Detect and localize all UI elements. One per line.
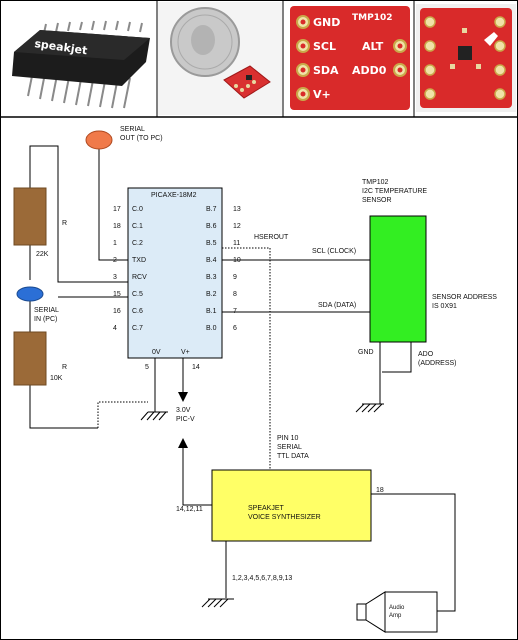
- tmp102-label-1: TMP102: [362, 179, 389, 186]
- picaxe-right-pin-number: 7: [233, 308, 237, 315]
- picaxe-right-pin-name: B.0: [206, 325, 217, 332]
- picaxe-right-pin-name: B.5: [206, 240, 217, 247]
- picaxe-right-pin-name: B.3: [206, 274, 217, 281]
- breakout-pin-vplus: V+: [313, 88, 331, 101]
- serial-in-label-1: SERIAL: [34, 307, 59, 314]
- breakout-pin-add0: ADD0: [352, 64, 387, 77]
- breakout-pin-gnd: GND: [313, 16, 340, 29]
- ground-symbol-picaxe: [140, 411, 168, 421]
- photo-tmp102-front: GND SCL SDA V+ TMP102 ALT ADD0: [290, 6, 410, 110]
- pin-5-label: 5: [145, 364, 149, 371]
- picaxe-left-pin-name: C.0: [132, 206, 143, 213]
- picaxe-right-pin-name: B.6: [206, 223, 217, 230]
- power-label-2: PIC-V: [176, 416, 195, 423]
- r1-value: 22K: [36, 251, 49, 258]
- picaxe-right-pin-number: 12: [233, 223, 241, 230]
- resistor-r2: [13, 331, 47, 386]
- picaxe-left-pin-name: C.6: [132, 308, 143, 315]
- audio-amp-label-2: Amp: [389, 613, 402, 619]
- picaxe-left-pin-name: C.5: [132, 291, 143, 298]
- picaxe-right-pin-name: B.7: [206, 206, 217, 213]
- serial-out-label-1: SERIAL: [120, 126, 145, 133]
- picaxe-left-pin-number: 1: [113, 240, 117, 247]
- power-label-1: 3.0V: [176, 407, 191, 414]
- picaxe-left-pin-name: C.7: [132, 325, 143, 332]
- ground-symbol-speakjet: [201, 598, 234, 608]
- speakjet-ground-pins: 1,2,3,4,5,6,7,8,9,13: [232, 575, 292, 582]
- arrow-to-power: [178, 392, 188, 402]
- resistor-r1: [13, 187, 47, 246]
- serial-out-dot: [85, 130, 113, 150]
- breakout-pin-scl: SCL: [313, 40, 336, 53]
- pin-14-label: 14: [192, 364, 200, 371]
- ado-label-1: ADO: [418, 351, 434, 358]
- r2-value: 10K: [50, 375, 63, 382]
- serial-in-dot: [16, 286, 44, 302]
- picaxe-right-pin-number: 8: [233, 291, 237, 298]
- sda-label: SDA (DATA): [318, 302, 356, 309]
- picaxe-left-pin-number: 15: [113, 291, 121, 298]
- picaxe-left-pin-number: 18: [113, 223, 121, 230]
- picaxe-left-pin-number: 4: [113, 325, 117, 332]
- breakout-pin-alt: ALT: [362, 40, 384, 53]
- r1-label: R: [62, 220, 67, 227]
- speakjet-label-2: VOICE SYNTHESIZER: [248, 514, 321, 521]
- gnd-label: GND: [358, 349, 374, 356]
- serial-in-label-2: IN (PC): [34, 316, 57, 323]
- tmp102-label-3: SENSOR: [362, 197, 392, 204]
- ado-label-2: (ADDRESS): [418, 360, 457, 367]
- tmp102-sensor: [369, 215, 427, 343]
- speakjet-chip: [211, 469, 372, 542]
- arrow-from-speakjet-power: [178, 438, 188, 448]
- pin10-label-2: SERIAL: [277, 444, 302, 451]
- dotted-wires: [97, 247, 271, 470]
- picaxe-right-pin-number: 11: [233, 240, 240, 247]
- small-breakout-board: [223, 65, 271, 99]
- picaxe-left-pin-number: 16: [113, 308, 121, 315]
- speakjet-left-pins: 14,12,11: [176, 506, 203, 513]
- photo-speakjet-chip: speakjet: [2, 2, 156, 115]
- picaxe-right-pin-name: B.1: [206, 308, 217, 315]
- picaxe-pin-group: 17 C.0 B.7 13 18 C.1 B.6 12 1 C.2 B.5 11 2 TXD B.4 10 3 R…: [113, 206, 241, 332]
- picaxe-left-pin-number: 17: [113, 206, 121, 213]
- wires: [29, 145, 456, 612]
- breakout-pin-sda: SDA: [313, 64, 339, 77]
- picaxe-right-pin-number: 9: [233, 274, 237, 281]
- picaxe-vplus: V+: [181, 349, 190, 356]
- speakjet-pin-18: 18: [376, 487, 384, 494]
- r2-label: R: [62, 364, 67, 371]
- picaxe-right-pin-name: B.2: [206, 291, 217, 298]
- sensor-ic: [458, 46, 472, 60]
- picaxe-right-pin-name: B.4: [206, 257, 217, 264]
- sensor-address-label-1: SENSOR ADDRESS: [432, 294, 497, 301]
- pin10-label-3: TTL DATA: [277, 453, 309, 460]
- picaxe-left-pin-name: C.1: [132, 223, 143, 230]
- serial-out-label-2: OUT (TO PC): [120, 135, 163, 142]
- picaxe-left-pin-name: RCV: [132, 274, 147, 281]
- picaxe-chip: [127, 187, 223, 359]
- audio-amp-label-1: Audio: [389, 605, 405, 611]
- picaxe-left-pin-name: C.2: [132, 240, 143, 247]
- ground-symbol-sensor: [355, 392, 384, 413]
- breakout-title: TMP102: [352, 13, 392, 23]
- picaxe-right-pin-number: 6: [233, 325, 237, 332]
- photo-coin-and-board: [158, 2, 282, 115]
- picaxe-left-pin-number: 3: [113, 274, 117, 281]
- photo-tmp102-back: [416, 4, 516, 112]
- picaxe-0v: 0V: [152, 349, 161, 356]
- picaxe-right-pin-number: 10: [233, 257, 241, 264]
- picaxe-title: PICAXE-18M2: [151, 192, 197, 199]
- speakjet-label-1: SPEAKJET: [248, 505, 285, 512]
- tmp102-label-2: I2C TEMPERATURE: [362, 188, 427, 195]
- back-holes: [424, 16, 506, 100]
- picaxe-left-pin-number: 2: [113, 257, 117, 264]
- picaxe-right-pin-number: 13: [233, 206, 241, 213]
- speaker-symbol: [356, 591, 438, 633]
- sensor-address-label-2: IS 0X91: [432, 303, 457, 310]
- hserout-label: HSEROUT: [254, 234, 289, 241]
- picaxe-left-pin-name: TXD: [132, 257, 146, 264]
- scl-label: SCL (CLOCK): [312, 248, 356, 255]
- pin10-label-1: PIN 10: [277, 435, 299, 442]
